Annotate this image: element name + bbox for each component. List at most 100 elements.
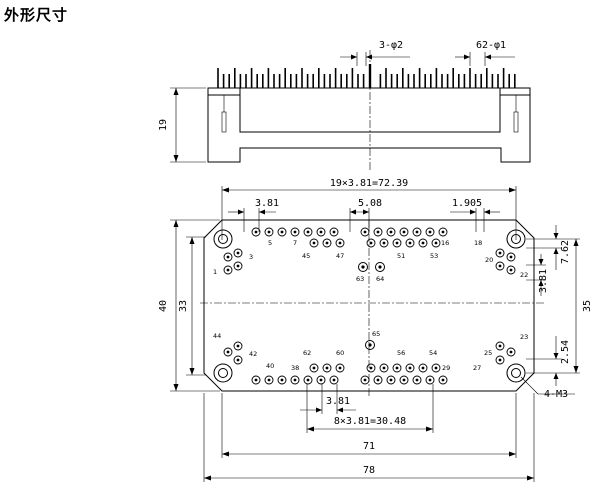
pin xyxy=(277,375,287,385)
pin xyxy=(405,238,415,248)
pin-label-38: 38 xyxy=(291,364,299,372)
pin xyxy=(412,227,422,237)
pin-label-60: 60 xyxy=(336,349,344,357)
dim-40: 40 xyxy=(158,300,169,312)
pin-label-42: 42 xyxy=(249,350,257,358)
pin xyxy=(386,227,396,237)
pin-label-44: 44 xyxy=(213,332,221,340)
pin xyxy=(233,248,243,258)
pin-63 xyxy=(358,262,368,272)
pin xyxy=(366,363,376,373)
pin xyxy=(251,227,261,237)
dim-8x3.81: 8×3.81=30.48 xyxy=(334,416,406,427)
pin-label-51: 51 xyxy=(397,252,405,260)
pin xyxy=(303,375,313,385)
pin xyxy=(495,248,505,258)
pin xyxy=(506,252,516,262)
pin xyxy=(329,227,339,237)
pin xyxy=(379,238,389,248)
pin xyxy=(418,238,428,248)
pin xyxy=(405,363,415,373)
pin-label-62: 62 xyxy=(303,349,311,357)
side-view: 19 3-φ2 62-φ1 xyxy=(158,40,531,172)
dim-71: 71 xyxy=(363,441,375,452)
dim-5.08: 5.08 xyxy=(358,198,382,209)
pin xyxy=(366,238,376,248)
dim-pitch-total: 19×3.81=72.39 xyxy=(330,178,408,189)
pin xyxy=(309,363,319,373)
pin xyxy=(233,261,243,271)
pin-label-22: 22 xyxy=(520,271,528,279)
pin xyxy=(379,363,389,373)
pin xyxy=(392,238,402,248)
dim-33: 33 xyxy=(178,300,189,312)
dim-78: 78 xyxy=(363,465,375,476)
pin-65 xyxy=(365,340,375,350)
pin xyxy=(399,227,409,237)
pin xyxy=(360,227,370,237)
pin xyxy=(373,227,383,237)
pin xyxy=(506,347,516,357)
pin xyxy=(495,261,505,271)
pin-rows xyxy=(223,227,516,385)
pin xyxy=(431,238,441,248)
pin xyxy=(431,363,441,373)
pin-label-20: 20 xyxy=(485,256,493,264)
mounting-hole-bottom-right xyxy=(506,363,526,383)
pin-label-56: 56 xyxy=(397,349,405,357)
dim-4-M3: 4-M3 xyxy=(544,389,568,400)
pin xyxy=(251,375,261,385)
right-dimensions: 7.62 3.81 2.54 35 4-M3 xyxy=(520,225,593,400)
drawing-title: 外形尺寸 xyxy=(4,6,69,24)
pin xyxy=(506,265,516,275)
pin xyxy=(438,375,448,385)
pin-label-64: 64 xyxy=(376,275,384,283)
pin xyxy=(399,375,409,385)
side-view-pins xyxy=(217,64,516,88)
dim-3-phi2: 3-φ2 xyxy=(379,40,403,51)
pin xyxy=(360,375,370,385)
pin-label-47: 47 xyxy=(336,252,344,260)
mounting-hole-bottom-left xyxy=(213,363,233,383)
left-dimensions: 40 33 xyxy=(158,219,220,392)
dim-3.81-right: 3.81 xyxy=(538,269,549,293)
side-view-body xyxy=(207,87,531,163)
pin xyxy=(264,227,274,237)
pin xyxy=(223,347,233,357)
pin xyxy=(412,375,422,385)
pin-label-53: 53 xyxy=(430,252,438,260)
pin xyxy=(329,375,339,385)
dim-3.81-top: 3.81 xyxy=(255,198,279,209)
pin-label-65: 65 xyxy=(372,330,380,338)
dim-35: 35 xyxy=(582,300,593,312)
pin-label-27: 27 xyxy=(473,364,481,372)
pin-label-5: 5 xyxy=(268,239,272,247)
pin xyxy=(264,375,274,385)
pin xyxy=(277,227,287,237)
pin-label-54: 54 xyxy=(429,349,437,357)
pin-label-25: 25 xyxy=(484,349,492,357)
pin xyxy=(495,341,505,351)
pin-64 xyxy=(375,262,385,272)
pin xyxy=(223,252,233,262)
pin-label-40: 40 xyxy=(266,362,274,370)
pin-label-16: 16 xyxy=(441,239,449,247)
pin xyxy=(335,363,345,373)
pin-label-45: 45 xyxy=(302,252,310,260)
mounting-hole-top-right xyxy=(506,229,526,249)
pin xyxy=(495,355,505,365)
pin xyxy=(322,363,332,373)
pin xyxy=(373,375,383,385)
mounting-hole-top-left xyxy=(213,229,233,249)
plan-view-body xyxy=(203,219,535,392)
pin-label-7: 7 xyxy=(293,239,297,247)
pin xyxy=(309,238,319,248)
bottom-dimensions: 3.81 8×3.81=30.48 71 78 xyxy=(203,384,535,482)
pin xyxy=(335,238,345,248)
dim-62-phi1: 62-φ1 xyxy=(476,40,506,51)
pin xyxy=(233,341,243,351)
pin xyxy=(233,355,243,365)
pin-label-29: 29 xyxy=(442,364,450,372)
pin xyxy=(316,375,326,385)
